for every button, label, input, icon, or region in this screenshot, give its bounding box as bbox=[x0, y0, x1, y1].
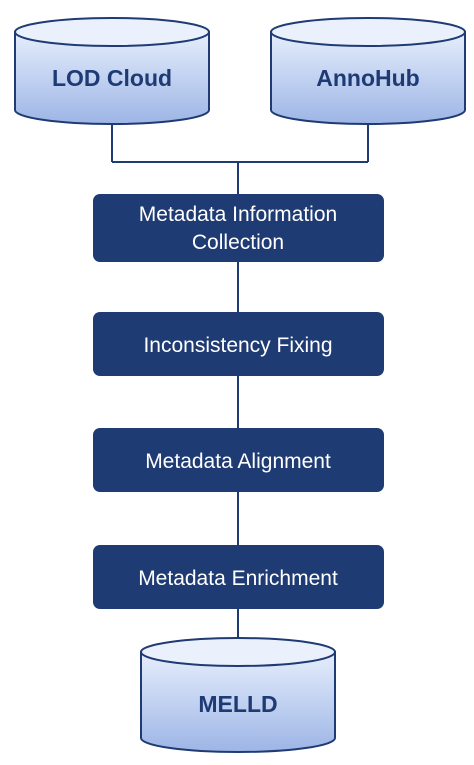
cylinder-body bbox=[14, 31, 210, 125]
cylinder-top bbox=[270, 17, 466, 47]
step-metadata-enrichment: Metadata Enrichment bbox=[93, 545, 384, 609]
source-cylinder-lod-cloud: LOD Cloud bbox=[14, 17, 210, 125]
connectors bbox=[111, 122, 369, 652]
step-box bbox=[93, 428, 384, 492]
cylinder-top bbox=[14, 17, 210, 47]
cylinder-top bbox=[140, 637, 336, 667]
step-box bbox=[93, 194, 384, 262]
cylinder-body bbox=[140, 651, 336, 753]
source-label-lod-cloud: LOD Cloud bbox=[52, 65, 172, 91]
step-box bbox=[93, 312, 384, 376]
step-label-line-1: Metadata Information bbox=[139, 203, 337, 226]
step-label: Metadata Enrichment bbox=[138, 567, 338, 590]
source-cylinder-annohub: AnnoHub bbox=[270, 17, 466, 125]
source-label-annohub: AnnoHub bbox=[316, 65, 419, 91]
output-label-melld: MELLD bbox=[198, 691, 277, 717]
step-label: Metadata Alignment bbox=[145, 450, 331, 473]
output-cylinder-melld: MELLD bbox=[140, 637, 336, 753]
step-metadata-alignment: Metadata Alignment bbox=[93, 428, 384, 492]
step-label: Inconsistency Fixing bbox=[143, 334, 332, 357]
step-label-line-2: Collection bbox=[192, 231, 284, 254]
step-box bbox=[93, 545, 384, 609]
step-metadata-information-collection: Metadata Information Collection bbox=[93, 194, 384, 262]
step-inconsistency-fixing: Inconsistency Fixing bbox=[93, 312, 384, 376]
cylinder-body bbox=[270, 31, 466, 125]
